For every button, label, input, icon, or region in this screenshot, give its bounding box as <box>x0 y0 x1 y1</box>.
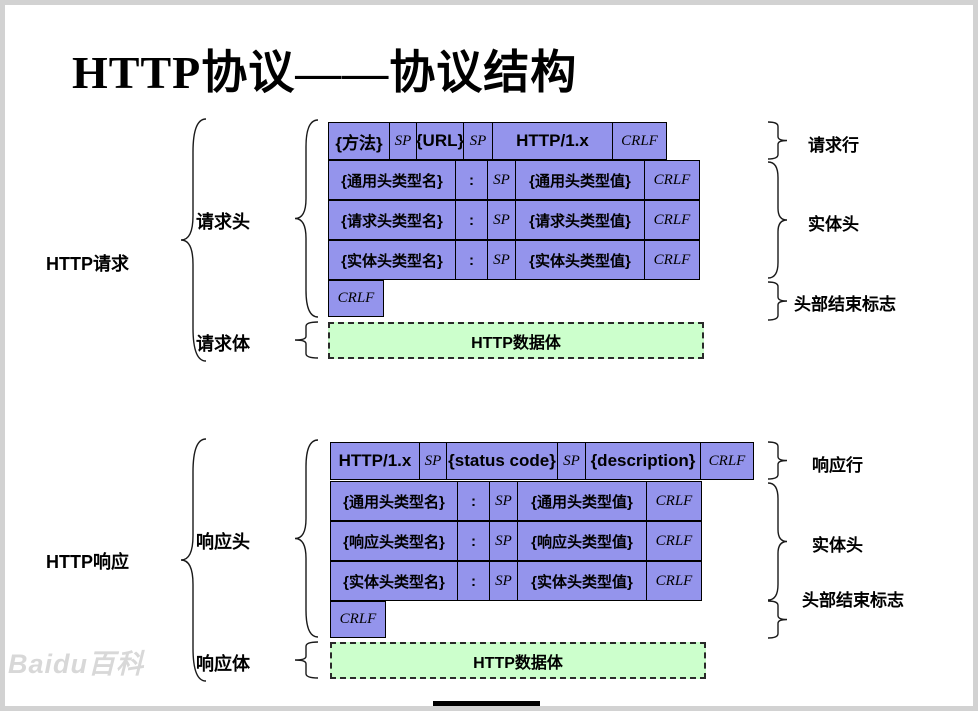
http-version-cell: HTTP/1.x <box>492 122 613 160</box>
header-value-cell: {实体头类型值} <box>517 561 647 601</box>
crlf-cell: CRLF <box>646 521 702 561</box>
sp-cell: SP <box>489 521 518 561</box>
response-header-brace <box>294 439 319 638</box>
colon-cell: : <box>457 521 490 561</box>
request-start-line-row: {方法} SP {URL} SP HTTP/1.x CRLF <box>328 122 667 160</box>
response-body-group-label: 响应体 <box>196 654 250 674</box>
request-general-header-row: {通用头类型名} : SP {通用头类型值} CRLF <box>328 160 700 200</box>
request-line-annotation: 请求行 <box>808 136 859 155</box>
status-code-cell: {status code} <box>446 442 558 480</box>
request-start-line-brace <box>767 121 788 160</box>
sp-cell: SP <box>487 200 516 240</box>
request-body-group-label: 请求体 <box>196 334 250 354</box>
response-body-brace <box>294 641 319 679</box>
header-value-cell: {实体头类型值} <box>515 240 645 280</box>
colon-cell: : <box>455 160 488 200</box>
response-line-annotation: 响应行 <box>812 456 863 475</box>
http-version-cell: HTTP/1.x <box>330 442 420 480</box>
crlf-cell: CRLF <box>646 481 702 521</box>
request-end-brace <box>767 281 788 321</box>
response-headers-annotation: 实体头 <box>812 536 863 555</box>
sp-cell: SP <box>489 561 518 601</box>
sp-cell: SP <box>487 240 516 280</box>
colon-cell: : <box>457 561 490 601</box>
crlf-cell: CRLF <box>328 280 384 317</box>
request-end-marker-row: CRLF <box>328 280 384 317</box>
header-value-cell: {通用头类型值} <box>517 481 647 521</box>
request-end-annotation: 头部结束标志 <box>794 295 896 314</box>
response-section-label: HTTP响应 <box>46 552 129 572</box>
request-data-body: HTTP数据体 <box>328 322 704 359</box>
response-headers-brace <box>767 482 788 601</box>
response-section-brace <box>180 438 207 682</box>
request-section-brace <box>180 118 207 362</box>
header-name-cell: {通用头类型名} <box>330 481 458 521</box>
crlf-cell: CRLF <box>612 122 667 160</box>
sp-cell: SP <box>487 160 516 200</box>
page-title: HTTP协议——协议结构 <box>72 47 578 98</box>
header-value-cell: {通用头类型值} <box>515 160 645 200</box>
header-name-cell: {实体头类型名} <box>330 561 458 601</box>
response-entity-header-row: {实体头类型名} : SP {实体头类型值} CRLF <box>330 561 702 601</box>
crlf-cell: CRLF <box>330 601 386 638</box>
crlf-cell: CRLF <box>644 160 700 200</box>
description-cell: {description} <box>585 442 701 480</box>
header-value-cell: {响应头类型值} <box>517 521 647 561</box>
crlf-cell: CRLF <box>700 442 754 480</box>
colon-cell: : <box>457 481 490 521</box>
request-header-brace <box>294 119 319 318</box>
header-name-cell: {请求头类型名} <box>328 200 456 240</box>
sp-cell: SP <box>463 122 493 160</box>
sp-cell: SP <box>389 122 417 160</box>
request-body-brace <box>294 321 319 359</box>
sp-cell: SP <box>419 442 447 480</box>
response-end-brace <box>767 600 788 639</box>
request-headers-brace <box>767 161 788 279</box>
sp-cell: SP <box>557 442 586 480</box>
header-name-cell: {实体头类型名} <box>328 240 456 280</box>
request-header-group-label: 请求头 <box>196 212 250 232</box>
request-entity-header-row: {实体头类型名} : SP {实体头类型值} CRLF <box>328 240 700 280</box>
colon-cell: : <box>455 200 488 240</box>
request-url-cell: {URL} <box>416 122 464 160</box>
bottom-bar <box>433 701 540 711</box>
header-value-cell: {请求头类型值} <box>515 200 645 240</box>
sp-cell: SP <box>489 481 518 521</box>
response-status-line-brace <box>767 441 788 480</box>
response-end-annotation: 头部结束标志 <box>802 591 904 610</box>
response-general-header-row: {通用头类型名} : SP {通用头类型值} CRLF <box>330 481 702 521</box>
colon-cell: : <box>455 240 488 280</box>
header-name-cell: {通用头类型名} <box>328 160 456 200</box>
crlf-cell: CRLF <box>644 240 700 280</box>
response-header-row: {响应头类型名} : SP {响应头类型值} CRLF <box>330 521 702 561</box>
response-status-line-row: HTTP/1.x SP {status code} SP {descriptio… <box>330 442 754 480</box>
response-end-marker-row: CRLF <box>330 601 386 638</box>
request-section-label: HTTP请求 <box>46 254 129 274</box>
request-header-row: {请求头类型名} : SP {请求头类型值} CRLF <box>328 200 700 240</box>
crlf-cell: CRLF <box>646 561 702 601</box>
crlf-cell: CRLF <box>644 200 700 240</box>
request-headers-annotation: 实体头 <box>808 215 859 234</box>
response-header-group-label: 响应头 <box>196 532 250 552</box>
request-method-cell: {方法} <box>328 122 390 160</box>
baidu-baike-watermark: Baidu百科 <box>8 649 145 679</box>
header-name-cell: {响应头类型名} <box>330 521 458 561</box>
response-data-body: HTTP数据体 <box>330 642 706 679</box>
